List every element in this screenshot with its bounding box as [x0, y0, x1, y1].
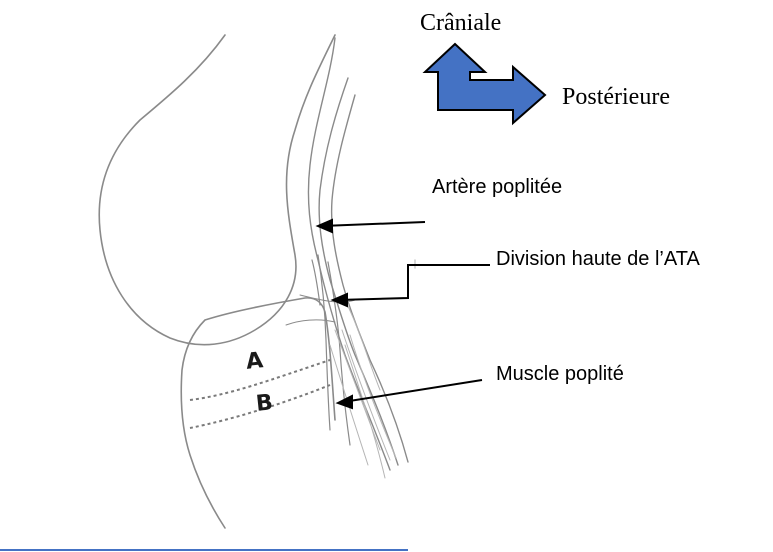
level-b-letter: B	[255, 390, 274, 417]
popliteus-muscle-label: Muscle poplité	[496, 363, 624, 386]
high-division-label: Division haute de l’ATA	[496, 248, 700, 271]
cranial-label: Crâniale	[420, 10, 501, 37]
arrow-popliteal-artery	[322, 222, 425, 226]
level-a-letter: A	[245, 348, 265, 375]
orientation-arrow	[425, 44, 545, 123]
posterior-label: Postérieure	[562, 84, 670, 111]
arrow-high-division	[338, 265, 490, 300]
popliteal-artery-label: Artère poplitée	[432, 176, 562, 199]
